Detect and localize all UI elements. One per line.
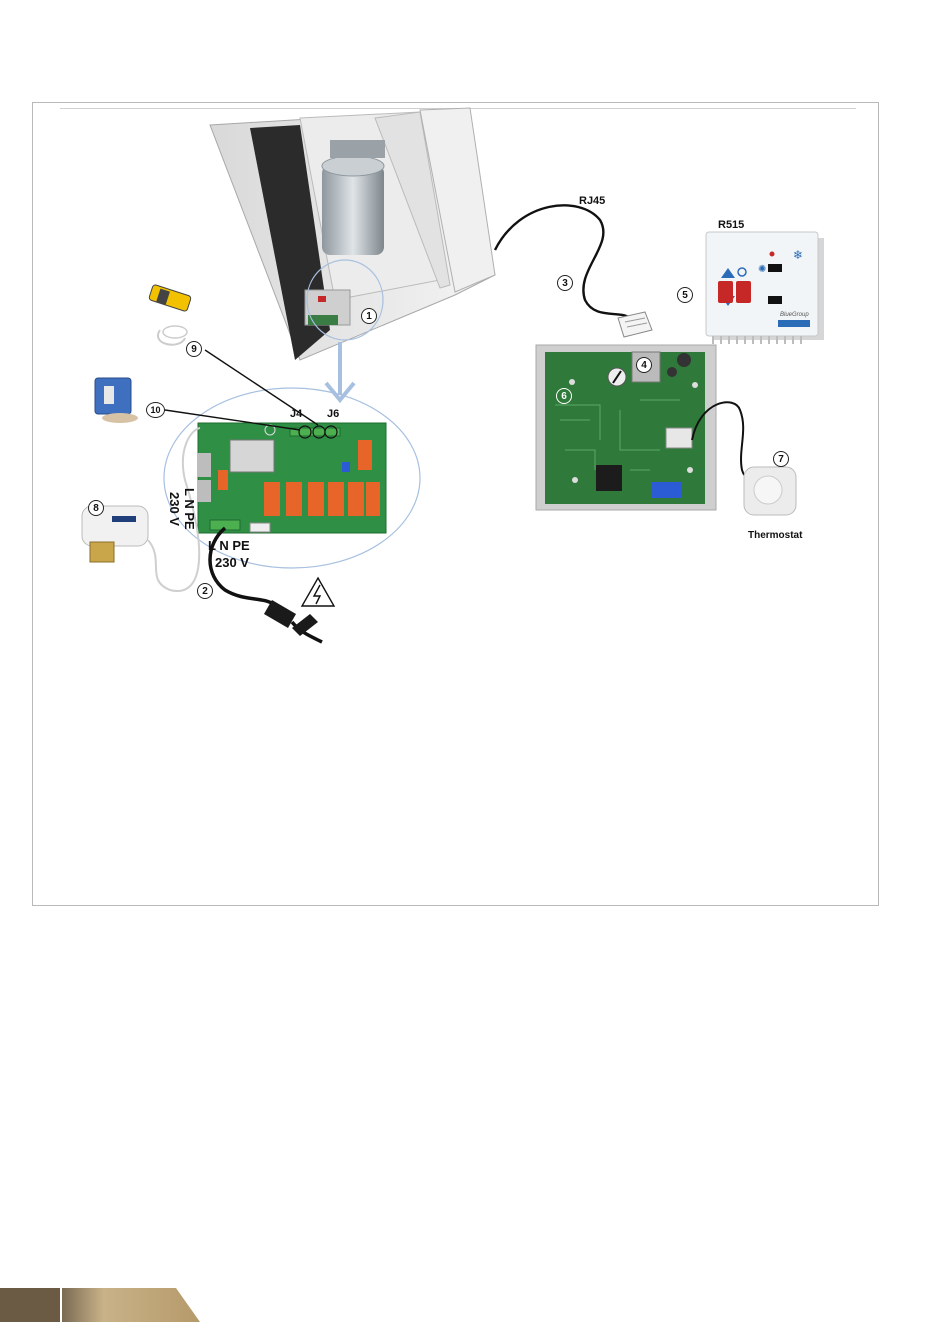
zoom-arrow — [326, 342, 354, 400]
callout-6: 6 — [556, 388, 572, 404]
thermostat-label: Thermostat — [748, 531, 802, 541]
electric-hazard-icon — [302, 578, 334, 606]
panel-brand-text: BlueGroup — [780, 312, 809, 318]
thermostat-device — [744, 467, 796, 515]
pressure-switch — [95, 378, 138, 423]
temperature-sensor — [149, 284, 192, 344]
lnpe-bottom-label: L N PE — [208, 539, 250, 552]
main-relay-board — [197, 423, 386, 533]
callout-7: 7 — [773, 451, 789, 467]
svg-text:✺: ✺ — [758, 264, 766, 275]
j6-label: J6 — [327, 409, 339, 420]
callout-3: 3 — [557, 275, 573, 291]
callout-4: 4 — [636, 357, 652, 373]
callout-1: 1 — [361, 308, 377, 324]
callout-2: 2 — [197, 583, 213, 599]
r515-control-panel: ❄ ✺ BlueGroup — [706, 232, 824, 344]
rj45-cable — [495, 205, 630, 318]
rj45-label: RJ45 — [579, 196, 605, 207]
ventilation-unit — [210, 108, 495, 360]
callout-5: 5 — [677, 287, 693, 303]
r515-label: R515 — [718, 220, 744, 231]
controller-board — [536, 345, 716, 510]
230v-vertical-label: 230 V — [168, 492, 181, 526]
callout-8: 8 — [88, 500, 104, 516]
footer-decoration — [0, 1288, 200, 1322]
230v-bottom-label: 230 V — [215, 556, 249, 569]
j4-label: J4 — [290, 409, 302, 420]
lnpe-vertical-label: L N PE — [183, 488, 196, 530]
callout-9: 9 — [186, 341, 202, 357]
callout-10: 10 — [146, 402, 165, 418]
svg-text:❄: ❄ — [793, 248, 803, 262]
